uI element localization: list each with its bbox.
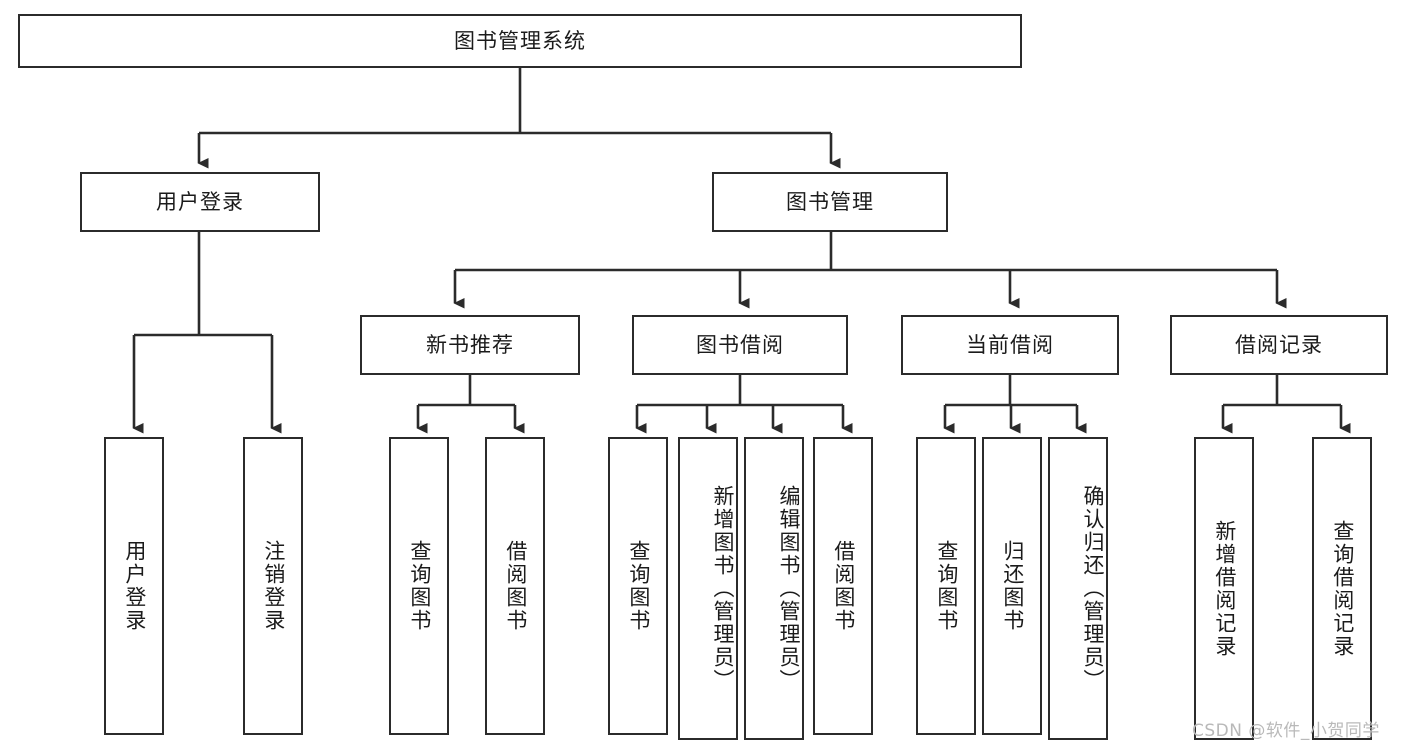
node-current-borrowing[interactable]: 当前借阅 [901,315,1119,375]
node-label: 图书管理 [786,189,874,214]
node-label: 图书借阅 [696,332,784,357]
node-borrowing-record[interactable]: 借阅记录 [1170,315,1388,375]
leaf-book-borrow-borrow-book[interactable]: 借阅图书 [813,437,873,735]
node-label: 注销登录 [261,540,286,632]
leaf-current-borrow-query-book[interactable]: 查询图书 [916,437,976,735]
leaf-book-borrow-edit-book-admin[interactable]: 编辑图书（管理员） [744,437,804,740]
leaf-book-borrow-query-book[interactable]: 查询图书 [608,437,668,735]
node-label: 图书管理系统 [454,28,586,53]
node-label: 新书推荐 [426,332,514,357]
node-label: 用户登录 [122,540,147,632]
node-label: 借阅图书 [503,540,528,632]
leaf-borrow-record-add-record[interactable]: 新增借阅记录 [1194,437,1254,740]
node-label: 查询借阅记录 [1330,519,1355,658]
node-new-book-recommendation[interactable]: 新书推荐 [360,315,580,375]
node-user-login[interactable]: 用户登录 [80,172,320,232]
node-label: 归还图书 [1000,540,1025,632]
node-label: 查询图书 [934,540,959,632]
node-label: 编辑图书（管理员） [777,485,801,692]
node-label: 用户登录 [156,189,244,214]
leaf-new-book-borrow-book[interactable]: 借阅图书 [485,437,545,735]
node-book-management[interactable]: 图书管理 [712,172,948,232]
leaf-book-borrow-add-book-admin[interactable]: 新增图书（管理员） [678,437,738,740]
node-label: 借阅记录 [1235,332,1323,357]
leaf-current-borrow-return-book[interactable]: 归还图书 [982,437,1042,735]
node-label: 新增图书（管理员） [711,485,735,692]
node-label: 查询图书 [626,540,651,632]
node-label: 借阅图书 [831,540,856,632]
leaf-user-login[interactable]: 用户登录 [104,437,164,735]
node-label: 新增借阅记录 [1212,519,1237,658]
node-label: 确认归还（管理员） [1081,485,1105,692]
node-label: 当前借阅 [966,332,1054,357]
node-root-book-management-system[interactable]: 图书管理系统 [18,14,1022,68]
node-book-borrowing[interactable]: 图书借阅 [632,315,848,375]
leaf-borrow-record-query-record[interactable]: 查询借阅记录 [1312,437,1372,740]
leaf-user-logout[interactable]: 注销登录 [243,437,303,735]
csdn-watermark: CSDN @软件_小贺同学 [1192,721,1380,741]
leaf-new-book-query-book[interactable]: 查询图书 [389,437,449,735]
node-label: 查询图书 [407,540,432,632]
leaf-current-borrow-confirm-return-admin[interactable]: 确认归还（管理员） [1048,437,1108,740]
